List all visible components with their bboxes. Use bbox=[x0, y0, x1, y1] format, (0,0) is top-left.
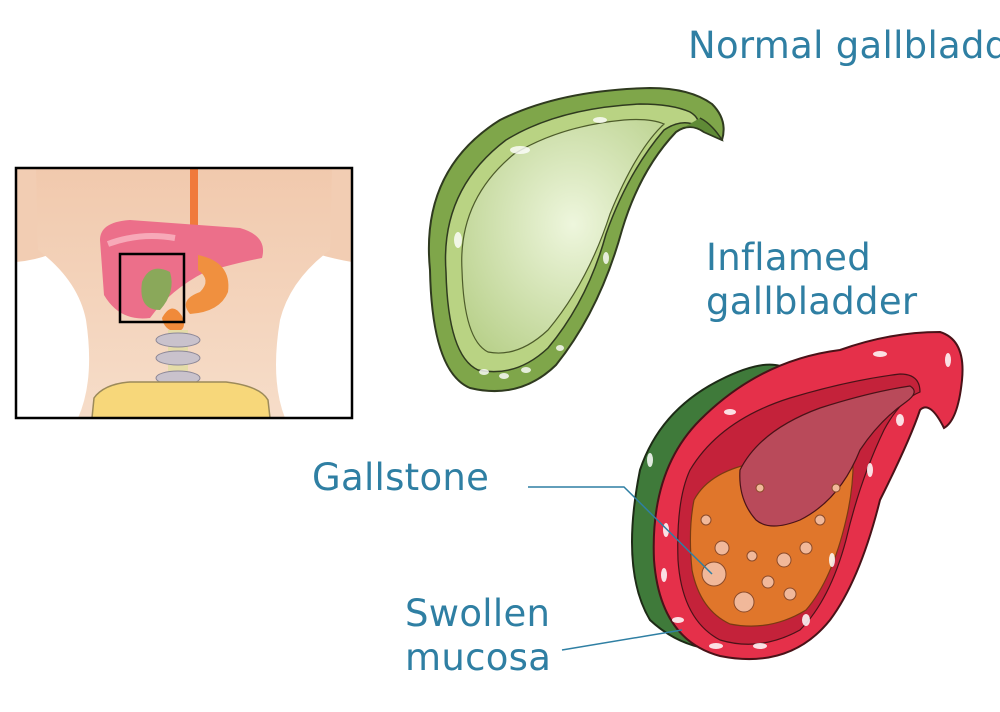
swollen-mucosa-label: Swollen mucosa bbox=[405, 592, 551, 680]
stomach bbox=[185, 255, 229, 314]
gallstones bbox=[700, 483, 841, 613]
swollen-mucosa-leader bbox=[561, 629, 683, 651]
mucosa-fold bbox=[739, 385, 915, 527]
esophagus bbox=[190, 168, 198, 258]
inflamed-gallbladder-label: Inflamed gallbladder bbox=[706, 236, 917, 324]
inset-frame bbox=[14, 166, 354, 420]
gallstone-leader bbox=[528, 486, 713, 575]
liver bbox=[100, 220, 264, 319]
swollen-label-line2: mucosa bbox=[405, 636, 552, 679]
anatomy-inset bbox=[16, 168, 352, 418]
inflamed-label-line1: Inflamed bbox=[706, 236, 872, 279]
duodenum bbox=[162, 308, 184, 332]
swollen-label-line1: Swollen bbox=[405, 592, 551, 635]
zoom-box bbox=[118, 252, 186, 324]
normal-gallbladder bbox=[427, 86, 725, 392]
inflamed-label-line2: gallbladder bbox=[706, 280, 918, 323]
gallstone-label: Gallstone bbox=[312, 456, 490, 499]
gallbladder-small bbox=[141, 268, 172, 310]
pelvis bbox=[91, 381, 271, 418]
normal-gallbladder-label: Normal gallbladder bbox=[688, 24, 1000, 67]
inflamed-gallbladder bbox=[631, 330, 964, 660]
